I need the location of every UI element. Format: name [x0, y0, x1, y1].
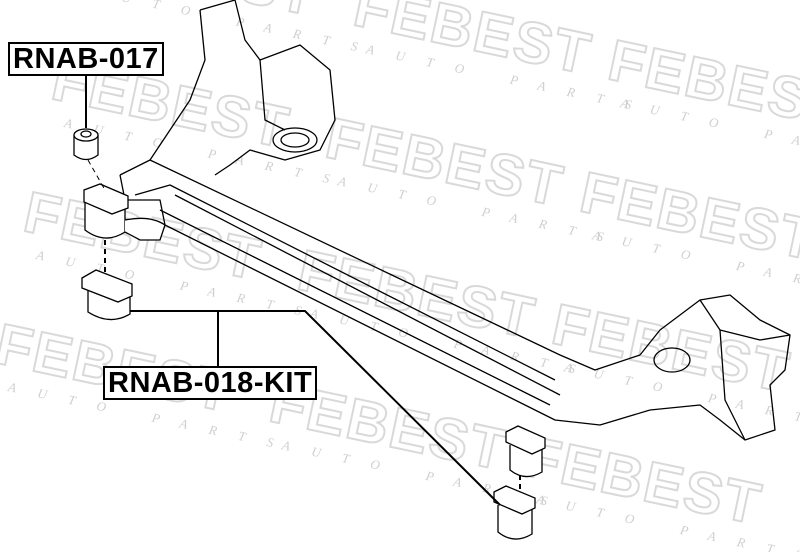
- rear-axle-beam: [119, 0, 791, 441]
- bushing-mounted-right: [505, 425, 546, 478]
- bushing-rnab-017: [73, 128, 99, 161]
- part-label-rnab-017: RNAB-017: [8, 42, 164, 76]
- leader-lines: [85, 76, 521, 506]
- bushing-mounted-left: [83, 183, 166, 241]
- bushing-rnab-018-left: [81, 269, 133, 321]
- part-label-rnab-018-kit: RNAB-018-KIT: [103, 366, 318, 400]
- bushings: [73, 128, 546, 540]
- bushing-rnab-018-right: [493, 485, 536, 540]
